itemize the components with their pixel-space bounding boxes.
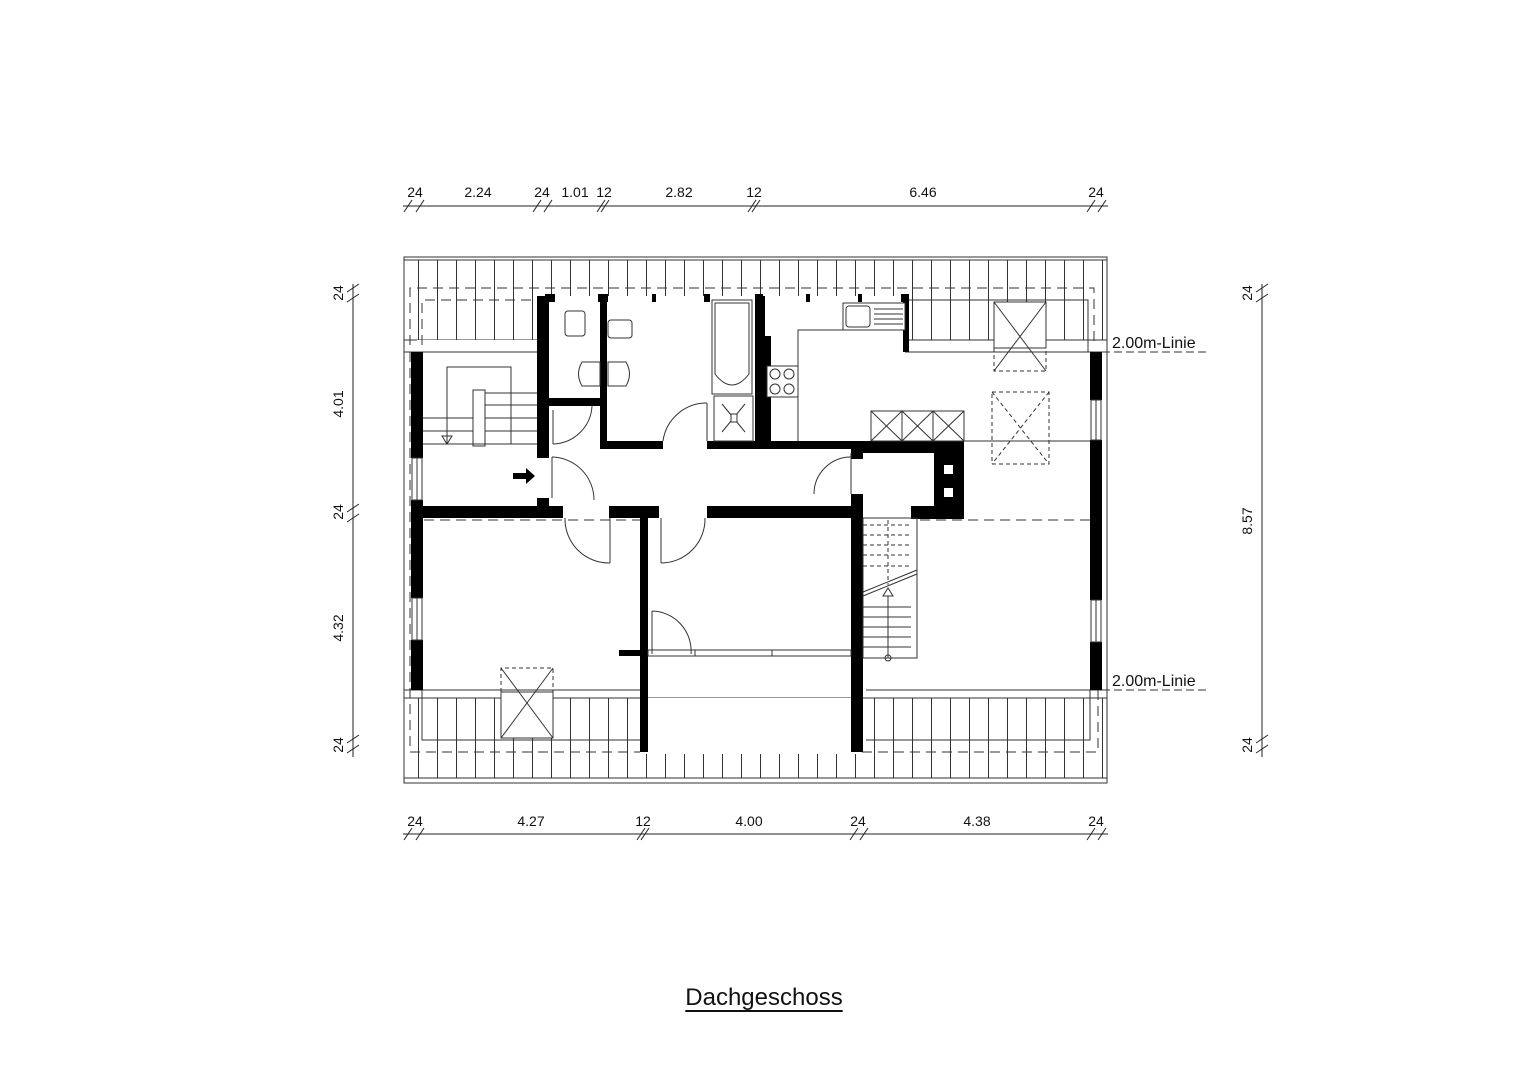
dim-bottom-6: 24 [1088, 813, 1104, 829]
dim-top-4: 12 [596, 184, 612, 200]
dim-bottom-3: 4.00 [735, 813, 762, 829]
dim-right-2: 24 [1239, 737, 1255, 753]
staircase-upper [423, 366, 537, 447]
doors [551, 402, 852, 655]
dim-left-4: 24 [330, 737, 346, 753]
dim-left-1: 4.01 [330, 390, 346, 417]
dim-left-0: 24 [330, 285, 346, 301]
shower [713, 395, 754, 442]
dimension-chain-bottom [403, 827, 1108, 841]
dimension-chain-top [403, 199, 1108, 213]
height-line-label-bottom: 2.00m-Linie [1112, 673, 1196, 690]
dim-top-6: 12 [746, 184, 762, 200]
dimension-labels-left: 24 4.01 24 4.32 24 [330, 285, 346, 753]
dim-top-2: 24 [534, 184, 550, 200]
dim-top-5: 2.82 [665, 184, 692, 200]
dim-top-0: 24 [407, 184, 423, 200]
walls [411, 294, 1102, 752]
dim-top-7: 6.46 [909, 184, 936, 200]
dim-bottom-1: 4.27 [517, 813, 544, 829]
staircase-lower [862, 517, 918, 662]
height-line-annotation-top: 2.00m-Linie [1102, 335, 1210, 353]
height-line-label-top: 2.00m-Linie [1112, 335, 1196, 352]
chimney-flue [944, 465, 953, 474]
skylight-top [993, 301, 1047, 372]
dimension-labels-right: 24 8.57 24 [1239, 285, 1255, 753]
dimension-labels-bottom: 24 4.27 12 4.00 24 4.38 24 [407, 813, 1104, 829]
dim-right-0: 24 [1239, 285, 1255, 301]
chimney-flue [944, 488, 953, 497]
dim-bottom-5: 4.38 [963, 813, 990, 829]
height-line-annotation-bottom: 2.00m-Linie [1102, 673, 1210, 691]
partition [647, 649, 852, 657]
cabinets [870, 410, 1090, 442]
skylight-bottom [500, 667, 554, 739]
dim-right-1: 8.57 [1239, 507, 1255, 534]
wc-toilet [564, 310, 586, 337]
kitchen-counter [766, 329, 905, 441]
kitchen-sink [842, 302, 906, 331]
bathroom-sink [607, 361, 630, 387]
dim-top-1: 2.24 [464, 184, 491, 200]
skylight-middle [991, 391, 1050, 465]
dim-left-2: 24 [330, 504, 346, 520]
bathtub [711, 299, 753, 395]
dim-bottom-2: 12 [635, 813, 651, 829]
dim-top-8: 24 [1088, 184, 1104, 200]
dim-bottom-0: 24 [407, 813, 423, 829]
entrance-arrow-icon [513, 468, 535, 484]
dim-left-3: 4.32 [330, 614, 346, 641]
dimension-chain-right [1255, 283, 1269, 757]
wc-sink [578, 361, 601, 387]
windows [411, 399, 1102, 643]
knee-wall-lines [404, 299, 1107, 741]
dim-bottom-4: 24 [850, 813, 866, 829]
dimension-chain-left [346, 283, 360, 757]
dim-top-3: 1.01 [561, 184, 588, 200]
dimension-labels-top: 24 2.24 24 1.01 12 2.82 12 6.46 24 [407, 184, 1104, 200]
drawing-title-container: Dachgeschoss [0, 984, 1528, 1012]
drawing-title: Dachgeschoss [685, 984, 843, 1011]
bathroom-toilet [607, 319, 633, 339]
